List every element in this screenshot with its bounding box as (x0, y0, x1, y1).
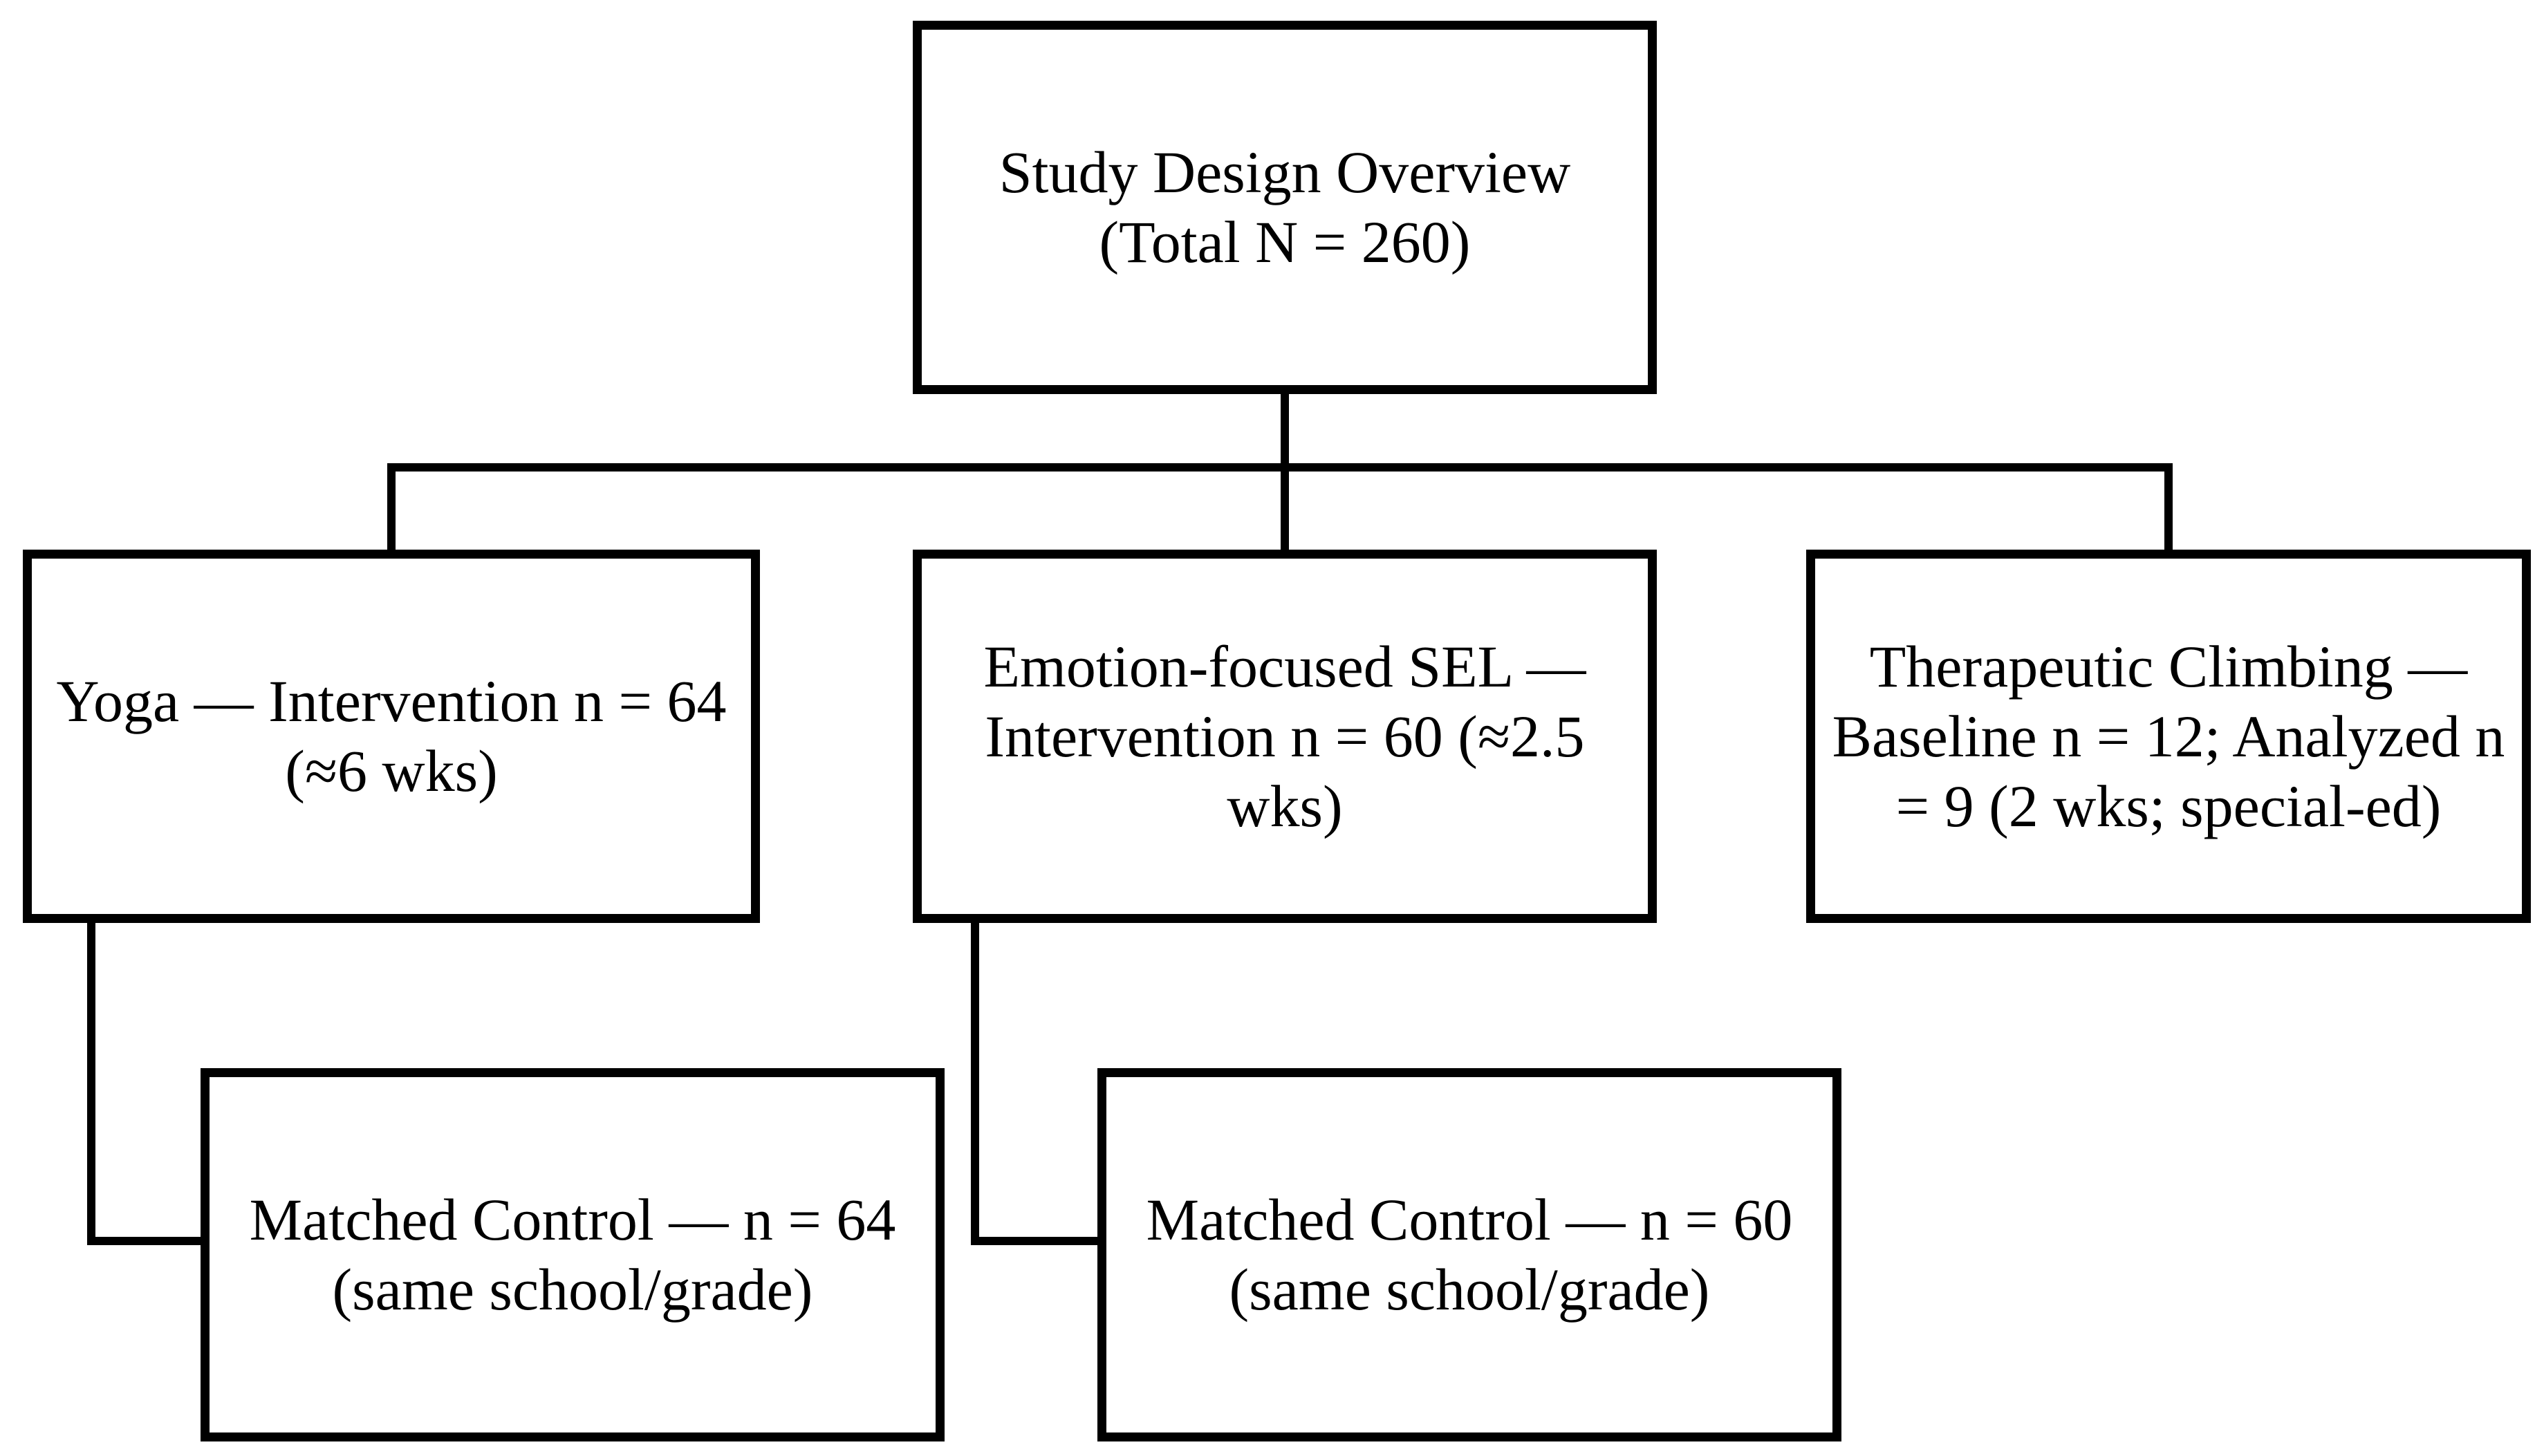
text-line: Intervention n = 60 (≈2.5 (985, 702, 1585, 769)
connector-sel-control-elbow-v (971, 916, 979, 1245)
text-line: Yoga — Intervention n = 64 (56, 668, 727, 734)
yoga-control-box: Matched Control — n = 64 (same school/gr… (201, 1068, 945, 1441)
therapeutic-climbing-label: Therapeutic Climbing — Baseline n = 12; … (1832, 632, 2505, 841)
text-line: wks) (1227, 772, 1343, 839)
connector-root-stem (1281, 387, 1289, 558)
yoga-intervention-label: Yoga — Intervention n = 64 (≈6 wks) (57, 666, 727, 806)
text-line: Study Design Overview (999, 139, 1571, 205)
yoga-control-label: Matched Control — n = 64 (same school/gr… (250, 1185, 896, 1325)
text-line: (≈6 wks) (285, 738, 498, 804)
sel-intervention-box: Emotion-focused SEL — Intervention n = 6… (913, 550, 1657, 923)
connector-drop-yoga (387, 463, 396, 558)
connector-sel-control-elbow-h (971, 1237, 1106, 1245)
connector-yoga-control-elbow-v (87, 916, 95, 1245)
overview-box: Study Design Overview (Total N = 260) (913, 21, 1657, 394)
text-line: Matched Control — n = 60 (1146, 1186, 1793, 1253)
text-line: Therapeutic Climbing — (1869, 633, 2468, 700)
overview-label: Study Design Overview (Total N = 260) (999, 138, 1570, 277)
text-line: Matched Control — n = 64 (249, 1186, 896, 1253)
therapeutic-climbing-box: Therapeutic Climbing — Baseline n = 12; … (1806, 550, 2531, 923)
sel-intervention-label: Emotion-focused SEL — Intervention n = 6… (983, 632, 1586, 841)
yoga-intervention-box: Yoga — Intervention n = 64 (≈6 wks) (23, 550, 760, 923)
text-line: Baseline n = 12; Analyzed n (1832, 702, 2505, 769)
text-line: (Total N = 260) (1099, 209, 1471, 275)
connector-yoga-control-elbow-h (87, 1237, 210, 1245)
connector-drop-climbing (2164, 463, 2173, 558)
connector-branch-bar (387, 463, 2173, 472)
sel-control-label: Matched Control — n = 60 (same school/gr… (1146, 1185, 1793, 1325)
text-line: (same school/grade) (1229, 1256, 1710, 1323)
sel-control-box: Matched Control — n = 60 (same school/gr… (1097, 1068, 1841, 1441)
text-line: = 9 (2 wks; special-ed) (1895, 772, 2442, 839)
text-line: (same school/grade) (332, 1256, 813, 1323)
text-line: Emotion-focused SEL — (983, 633, 1586, 700)
